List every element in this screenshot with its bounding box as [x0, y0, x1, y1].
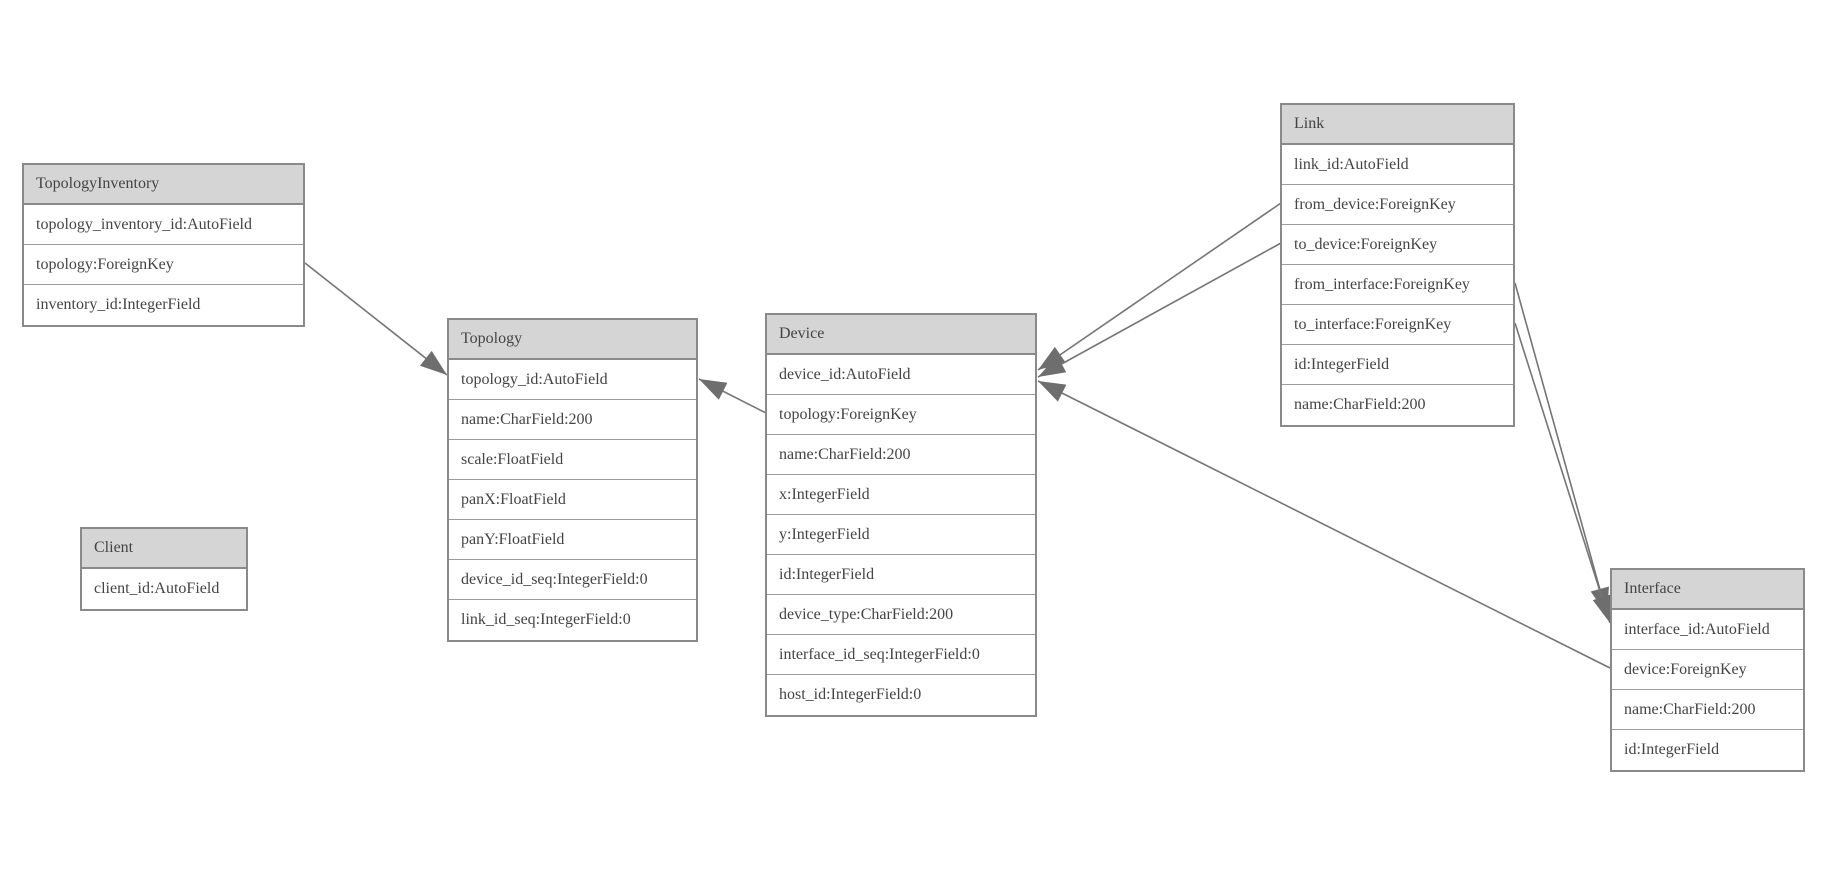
- relationship-arrowhead-topology-topology_id: [699, 379, 728, 400]
- relationship-line-interface-device: [1037, 380, 1611, 669]
- entity-field-row: panY:FloatField: [449, 520, 696, 560]
- entity-field-row: device_type:CharField:200: [767, 595, 1035, 635]
- entity-title-link: Link: [1282, 105, 1513, 145]
- relationship-line-link-to_interface: [1514, 322, 1611, 624]
- entity-field-row: interface_id:AutoField: [1612, 610, 1803, 650]
- entity-title-interface: Interface: [1612, 570, 1803, 610]
- entity-title-device: Device: [767, 315, 1035, 355]
- entity-field-row: topology:ForeignKey: [767, 395, 1035, 435]
- entity-title-topology: Topology: [449, 320, 696, 360]
- relationship-arrowhead-device-device_id: [1038, 355, 1067, 377]
- entity-field-row: id:IntegerField: [1612, 730, 1803, 770]
- relationship-arrowhead-topology-topology_id: [419, 350, 447, 375]
- entity-field-row: to_device:ForeignKey: [1282, 225, 1513, 265]
- entity-field-row: to_interface:ForeignKey: [1282, 305, 1513, 345]
- entity-field-row: topology_inventory_id:AutoField: [24, 205, 303, 245]
- entity-field-row: link_id:AutoField: [1282, 145, 1513, 185]
- entity-field-row: name:CharField:200: [767, 435, 1035, 475]
- relationship-line-topologyinventory-topology: [304, 262, 448, 376]
- entity-field-row: client_id:AutoField: [82, 569, 246, 609]
- relationship-arrowhead-device-device_id: [1038, 381, 1067, 402]
- relationship-line-link-from_interface: [1514, 282, 1608, 616]
- entity-field-row: y:IntegerField: [767, 515, 1035, 555]
- entity-field-row: scale:FloatField: [449, 440, 696, 480]
- entity-field-row: name:CharField:200: [1612, 690, 1803, 730]
- relationship-line-link-from_device: [1037, 202, 1282, 371]
- entity-field-row: link_id_seq:IntegerField:0: [449, 600, 696, 640]
- entity-field-row: name:CharField:200: [1282, 385, 1513, 425]
- entity-field-row: host_id:IntegerField:0: [767, 675, 1035, 715]
- entity-field-row: device:ForeignKey: [1612, 650, 1803, 690]
- entity-field-row: from_device:ForeignKey: [1282, 185, 1513, 225]
- relationship-line-link-to_device: [1037, 242, 1282, 378]
- entity-field-row: topology:ForeignKey: [24, 245, 303, 285]
- entity-field-row: x:IntegerField: [767, 475, 1035, 515]
- relationship-arrowhead-interface-interface_id: [1592, 594, 1611, 623]
- entity-field-row: panX:FloatField: [449, 480, 696, 520]
- entity-field-row: from_interface:ForeignKey: [1282, 265, 1513, 305]
- entity-field-row: name:CharField:200: [449, 400, 696, 440]
- entity-field-row: id:IntegerField: [767, 555, 1035, 595]
- entity-field-row: device_id_seq:IntegerField:0: [449, 560, 696, 600]
- entity-field-row: inventory_id:IntegerField: [24, 285, 303, 325]
- entity-field-row: id:IntegerField: [1282, 345, 1513, 385]
- entity-title-client: Client: [82, 529, 246, 569]
- entity-title-topology-inventory: TopologyInventory: [24, 165, 303, 205]
- entity-field-row: device_id:AutoField: [767, 355, 1035, 395]
- entity-field-row: interface_id_seq:IntegerField:0: [767, 635, 1035, 675]
- entity-field-row: topology_id:AutoField: [449, 360, 696, 400]
